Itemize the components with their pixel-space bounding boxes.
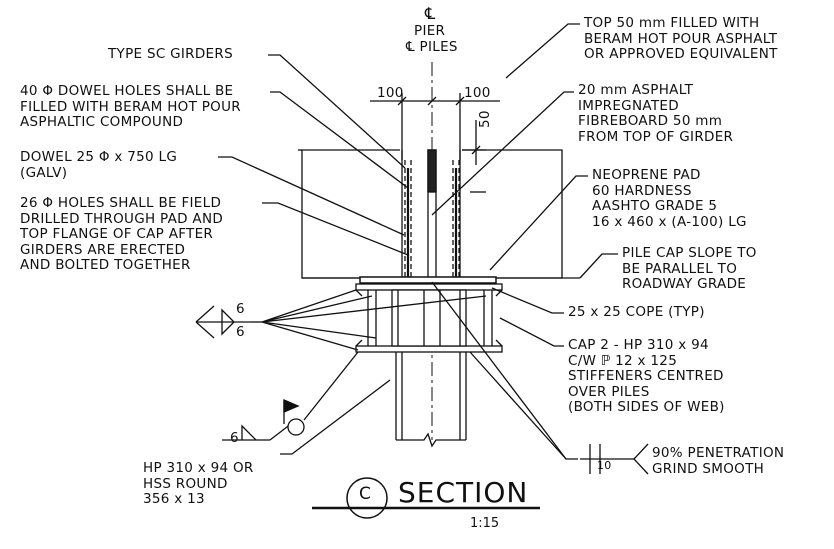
label-dowel: DOWEL 25 Φ x 750 LG (GALV): [20, 149, 178, 181]
label-neoprene-pad: NEOPRENE PAD 60 HARDNESS AASHTO GRADE 5 …: [592, 167, 747, 230]
neoprene-pad: [359, 276, 497, 284]
label-field-holes: 26 Φ HOLES SHALL BE FIELD DRILLED THROUG…: [20, 195, 224, 273]
label-pile-cap-slope: PILE CAP SLOPE TO BE PARALLEL TO ROADWAY…: [622, 245, 757, 292]
centerline-symbol: ℄: [425, 4, 436, 23]
centerline-pier-label: PIER: [414, 23, 446, 39]
section-marker-letter: C: [359, 484, 372, 504]
pile-cap: [355, 283, 503, 353]
weld-size-top: 6: [236, 301, 245, 317]
section-title: SECTION: [398, 476, 529, 509]
field-weld-symbol: [222, 351, 359, 441]
label-cap: CAP 2 - HP 310 x 94 C/W ℙ 12 x 125 STIFF…: [568, 337, 725, 415]
dim-100-left: 100: [377, 85, 404, 101]
section-marker: [312, 477, 540, 519]
label-type-sc-girders: TYPE SC GIRDERS: [108, 46, 233, 62]
girder-left: [298, 149, 400, 279]
groove-weld-symbol: [580, 443, 649, 475]
weld-size-bottom: 6: [236, 324, 245, 340]
groove-weld-size: 10: [597, 459, 612, 472]
label-top-fill: TOP 50 mm FILLED WITH BERAM HOT POUR ASP…: [584, 15, 778, 62]
pile: [395, 352, 467, 448]
label-fibreboard: 20 mm ASPHALT IMPREGNATED FIBREBOARD 50 …: [578, 82, 734, 145]
label-dowel-holes: 40 Φ DOWEL HOLES SHALL BE FILLED WITH BE…: [20, 83, 241, 130]
weld-symbol-left: [195, 289, 487, 351]
label-cope: 25 x 25 COPE (TYP): [568, 304, 705, 320]
dim-50: 50: [477, 110, 493, 128]
field-weld-size: 6: [230, 430, 239, 446]
dimension-50: [462, 120, 486, 193]
leaders-right: [431, 23, 618, 460]
girder-right: [462, 149, 563, 279]
label-pile: HP 310 x 94 OR HSS ROUND 356 x 13: [143, 460, 254, 507]
dim-100-right: 100: [464, 85, 491, 101]
dimension-100-right: [432, 93, 500, 160]
leaders-left: [218, 54, 409, 455]
fibreboard-joint: [427, 149, 437, 279]
centerline-piles-label: ℄ PILES: [406, 39, 458, 55]
label-penetration: 90% PENETRATION GRIND SMOOTH: [652, 445, 785, 477]
section-scale: 1:15: [470, 516, 500, 531]
dimension-100-left: [370, 93, 437, 160]
